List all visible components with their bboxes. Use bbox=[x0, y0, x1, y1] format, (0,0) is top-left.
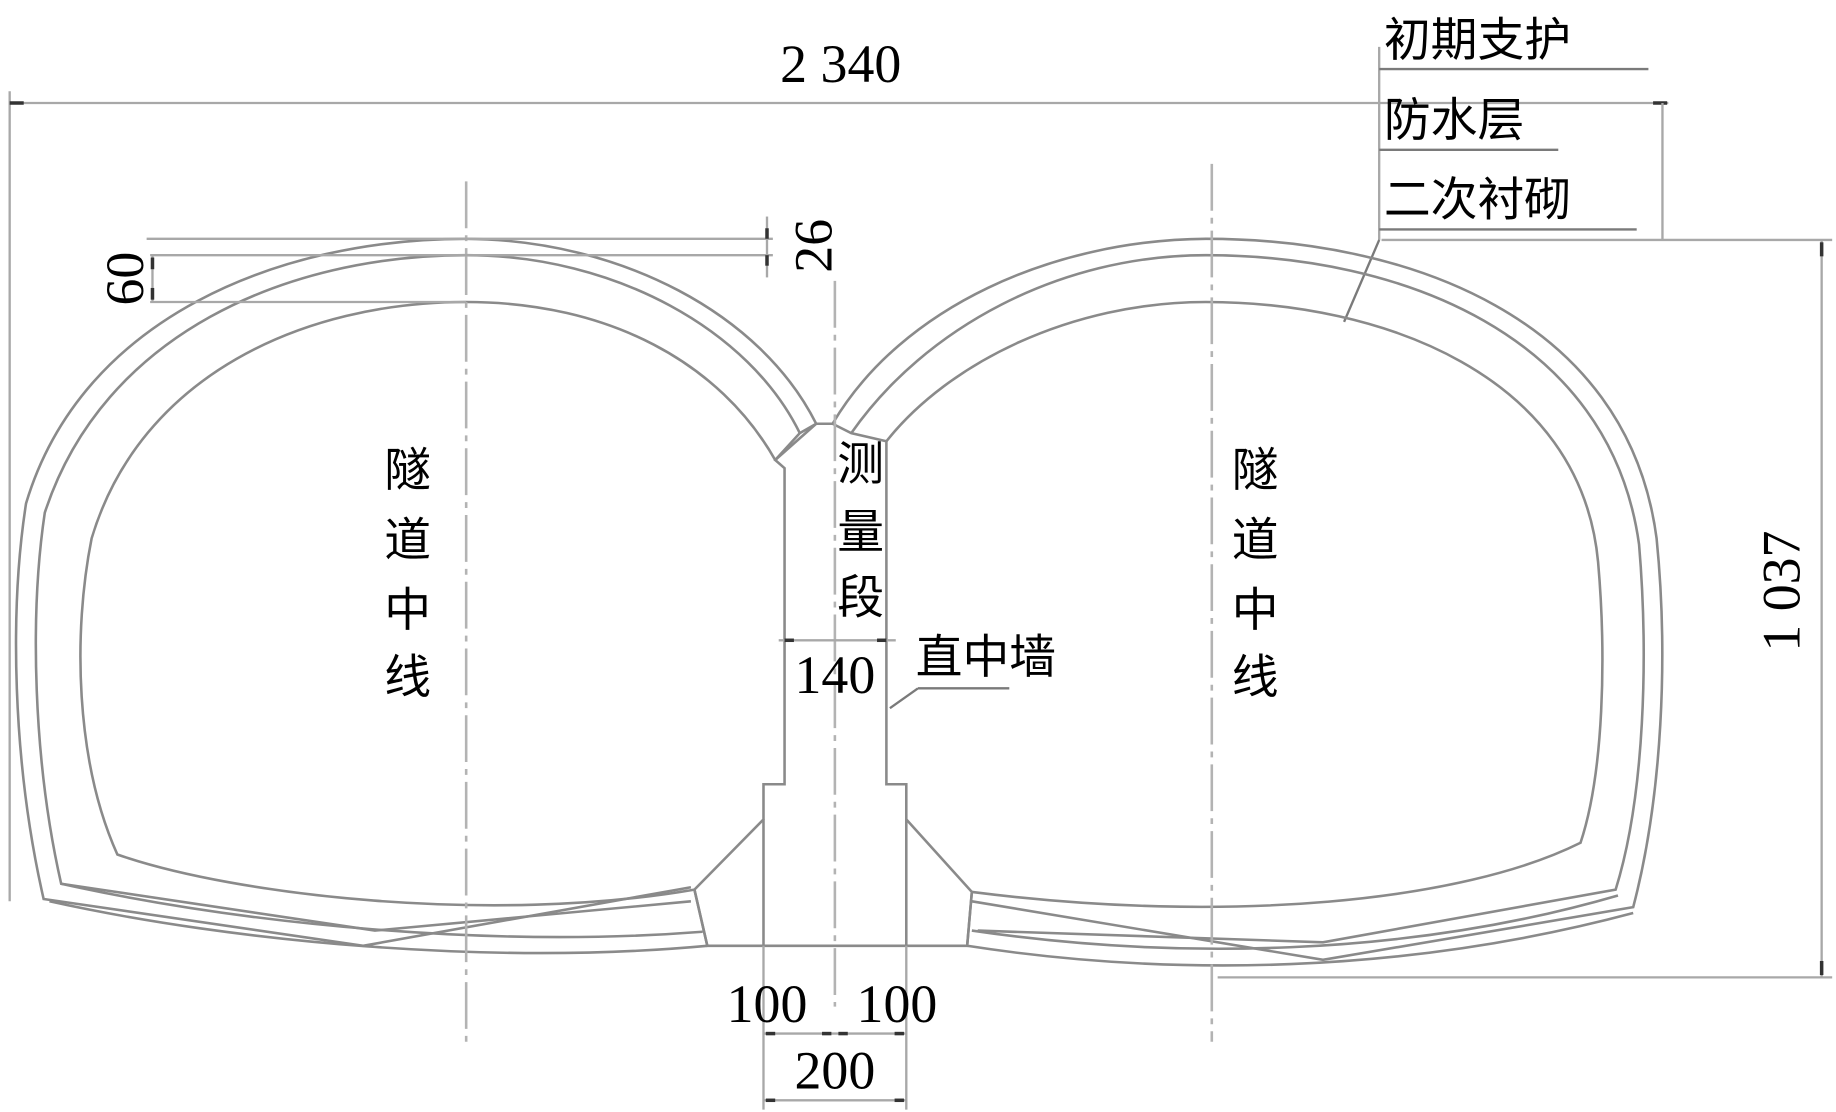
base-total-label: 200 bbox=[795, 1041, 876, 1101]
dimension-total-height: 1 037 bbox=[1217, 238, 1833, 979]
dimension-total-width: 2 340 bbox=[8, 34, 1669, 902]
dimension-lining-thickness: 60 bbox=[95, 237, 773, 306]
svg-text:中: 中 bbox=[384, 584, 431, 638]
dimension-base: 100 100 200 bbox=[727, 945, 938, 1110]
svg-text:隧: 隧 bbox=[1232, 444, 1279, 498]
label-straight-middle-wall: 直中墙 bbox=[889, 631, 1056, 710]
svg-text:线: 线 bbox=[384, 651, 431, 705]
dimension-support-thickness: 26 bbox=[765, 216, 843, 278]
base-right-label: 100 bbox=[857, 974, 938, 1034]
label-measurement-section: 测 量 段 bbox=[837, 438, 884, 625]
dimension-wall-width: 140 bbox=[778, 638, 896, 705]
label-waterproof-layer: 防水层 bbox=[1384, 94, 1524, 148]
right-tunnel bbox=[831, 237, 1664, 967]
label-secondary-lining: 二次衬砌 bbox=[1384, 173, 1571, 227]
svg-text:道: 道 bbox=[384, 514, 431, 568]
svg-text:段: 段 bbox=[837, 571, 884, 625]
svg-text:道: 道 bbox=[1232, 514, 1279, 568]
label-right-centerline: 隧 道 中 线 bbox=[1232, 444, 1279, 705]
total-height-label: 1 037 bbox=[1751, 531, 1811, 652]
wall-width-label: 140 bbox=[795, 645, 876, 705]
svg-text:隧: 隧 bbox=[384, 444, 431, 498]
label-left-centerline: 隧 道 中 线 bbox=[384, 444, 431, 705]
svg-text:测: 测 bbox=[837, 438, 884, 492]
svg-text:量: 量 bbox=[837, 506, 884, 560]
svg-text:中: 中 bbox=[1232, 584, 1279, 638]
lining-thickness-label: 60 bbox=[95, 252, 155, 306]
layer-legend: 初期支护 防水层 二次衬砌 bbox=[1342, 14, 1664, 323]
label-initial-support: 初期支护 bbox=[1384, 14, 1571, 68]
support-thickness-label: 26 bbox=[783, 219, 843, 273]
middle-wall bbox=[693, 422, 974, 948]
total-width-label: 2 340 bbox=[780, 34, 901, 94]
svg-text:直中墙: 直中墙 bbox=[916, 631, 1056, 685]
base-left-label: 100 bbox=[727, 974, 808, 1034]
svg-text:线: 线 bbox=[1232, 651, 1279, 705]
